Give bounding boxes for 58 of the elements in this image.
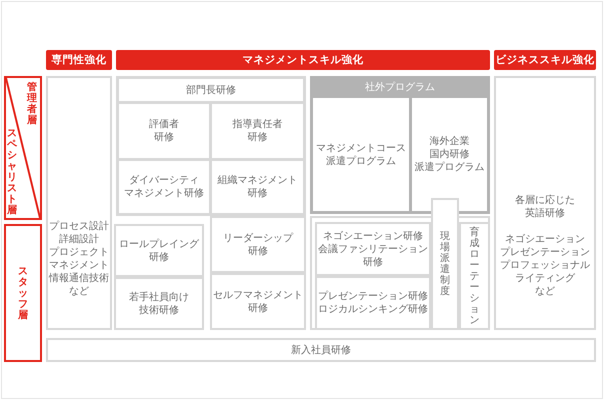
training-label: 指導責任者研修 [232,118,282,144]
category-header [494,50,596,70]
program-group [310,76,490,214]
training-label: 育成ローテーション [470,226,480,326]
training-label: ネゴシエーション [505,233,585,246]
training-label: 情報通信技術 [49,272,109,285]
training-box [212,104,303,158]
training-box [210,273,306,330]
group-heading: 部門長研修 [119,79,303,101]
training-label: リーダーシップ研修 [223,232,293,258]
category-header [46,50,112,70]
training-label: など [69,285,89,298]
training-label: 海外企業国内研修派遣プログラム [414,135,484,174]
training-column [494,76,596,330]
training-box [212,161,303,213]
training-box [46,338,596,362]
training-label: 新入社員研修 [291,344,351,356]
header-label: マネジメントスキル強化 [242,54,364,66]
training-box [313,98,409,211]
training-box [114,224,204,277]
training-box [119,161,209,213]
header-label: 専門性強化 [52,54,106,66]
training-box [210,216,306,273]
training-box [315,222,431,276]
training-box [431,198,459,330]
training-label: プロジェクトマネジメント [49,246,109,272]
training-column [46,76,112,330]
layer-label: 管理者層 [27,82,37,126]
training-label: セルフマネジメント研修 [213,288,303,314]
training-box [412,98,487,211]
layer-label: スペシャリスト層 [7,128,17,216]
training-label: プレゼンテーション [500,246,590,259]
layer-frame [4,224,42,362]
training-label: 会議ファシリテーション研修 [318,242,428,268]
training-label: ロジカルシンキング研修 [318,303,428,316]
training-label: 各層に応じた英語研修 [515,194,575,220]
training-label: 組織マネジメント研修 [218,174,298,200]
training-box [119,104,209,158]
training-label: プレゼンテーション研修 [318,290,428,303]
training-label: ロールプレイング研修 [119,238,199,264]
training-label: 評価者研修 [149,118,179,144]
training-label: 詳細設計 [59,233,99,246]
group-heading: 社外プログラム [365,81,435,94]
training-label: プロセス設計 [49,220,109,233]
training-box [459,222,490,330]
training-label: ネゴシエーション研修 [323,230,423,242]
training-label: など [535,285,555,298]
training-box [315,276,431,330]
program-group [116,76,306,216]
training-label: 現場派遣制度 [440,231,450,297]
layer-label: スタッフ層 [18,266,28,320]
header-label: ビジネススキル強化 [496,54,594,66]
training-label: プロフェッショナルライティング [500,259,590,285]
training-label: 若手社員向け技術研修 [129,290,189,316]
training-label: ダイバーシティマネジメント研修 [124,174,204,200]
category-header [116,50,490,70]
training-box [114,277,204,330]
training-label: マネジメントコース派遣プログラム [316,142,406,168]
